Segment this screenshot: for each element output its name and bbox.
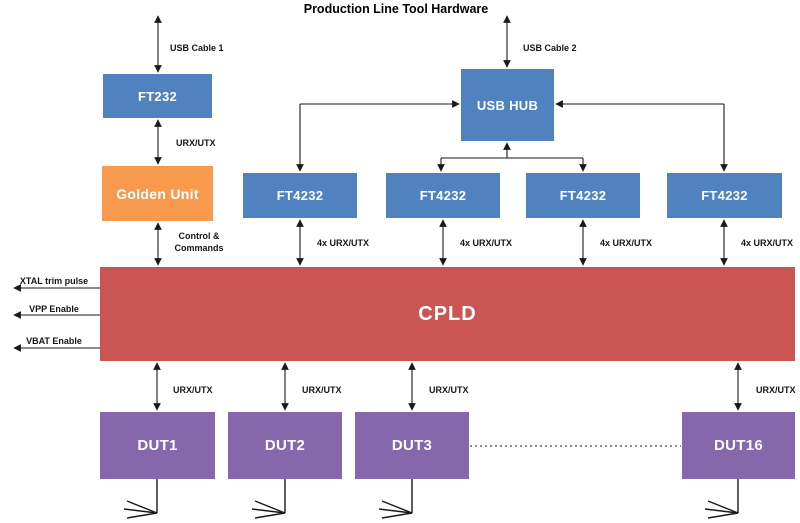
urx-utx-label-top: URX/UTX [176, 138, 216, 148]
4x-urx-utx-label-4: 4x URX/UTX [741, 238, 794, 248]
dut1-box: DUT1 [100, 412, 215, 479]
cpld-box: CPLD [100, 267, 795, 361]
control-commands-label: Control & Commands [174, 231, 224, 253]
ft4232-cpld-arrows [296, 219, 728, 266]
ft4232-box-3: FT4232 [526, 173, 640, 218]
vpp-enable-label: VPP Enable [29, 304, 79, 314]
usb-cable-1-label: USB Cable 1 [170, 43, 224, 53]
ground-symbol-dut3 [378, 479, 413, 519]
ft232-box: FT232 [103, 74, 212, 118]
ground-symbol-dut2 [251, 479, 286, 519]
diagram-title: Production Line Tool Hardware [303, 2, 489, 16]
usb-cable-2-label: USB Cable 2 [523, 43, 577, 53]
4x-urx-utx-label-1: 4x URX/UTX [317, 238, 370, 248]
urx-utx-label-dut2: URX/UTX [302, 385, 342, 395]
cpld-dut-arrows [153, 362, 742, 411]
4x-urx-utx-label-2: 4x URX/UTX [460, 238, 513, 248]
ground-symbol-dut1 [123, 479, 158, 519]
ft4232-box-4: FT4232 [667, 173, 782, 218]
hub-bracket-connector [437, 142, 587, 172]
ground-symbol-dut16 [704, 479, 739, 519]
dut2-box: DUT2 [228, 412, 342, 479]
ft4232-1-hub-connector [296, 100, 460, 172]
ft4232-box-2: FT4232 [386, 173, 500, 218]
golden-unit-box: Golden Unit [102, 166, 213, 221]
dut16-box: DUT16 [682, 412, 795, 479]
dut3-box: DUT3 [355, 412, 469, 479]
usb-hub-box: USB HUB [461, 69, 554, 141]
urx-utx-label-dut16: URX/UTX [756, 385, 796, 395]
4x-urx-utx-label-3: 4x URX/UTX [600, 238, 653, 248]
ft4232-box-1: FT4232 [243, 173, 357, 218]
urx-utx-label-dut3: URX/UTX [429, 385, 469, 395]
urx-utx-label-dut1: URX/UTX [173, 385, 213, 395]
ft4232-4-hub-connector [555, 100, 728, 172]
vbat-enable-label: VBAT Enable [26, 336, 82, 346]
xtal-trim-pulse-label: XTAL trim pulse [19, 276, 89, 286]
